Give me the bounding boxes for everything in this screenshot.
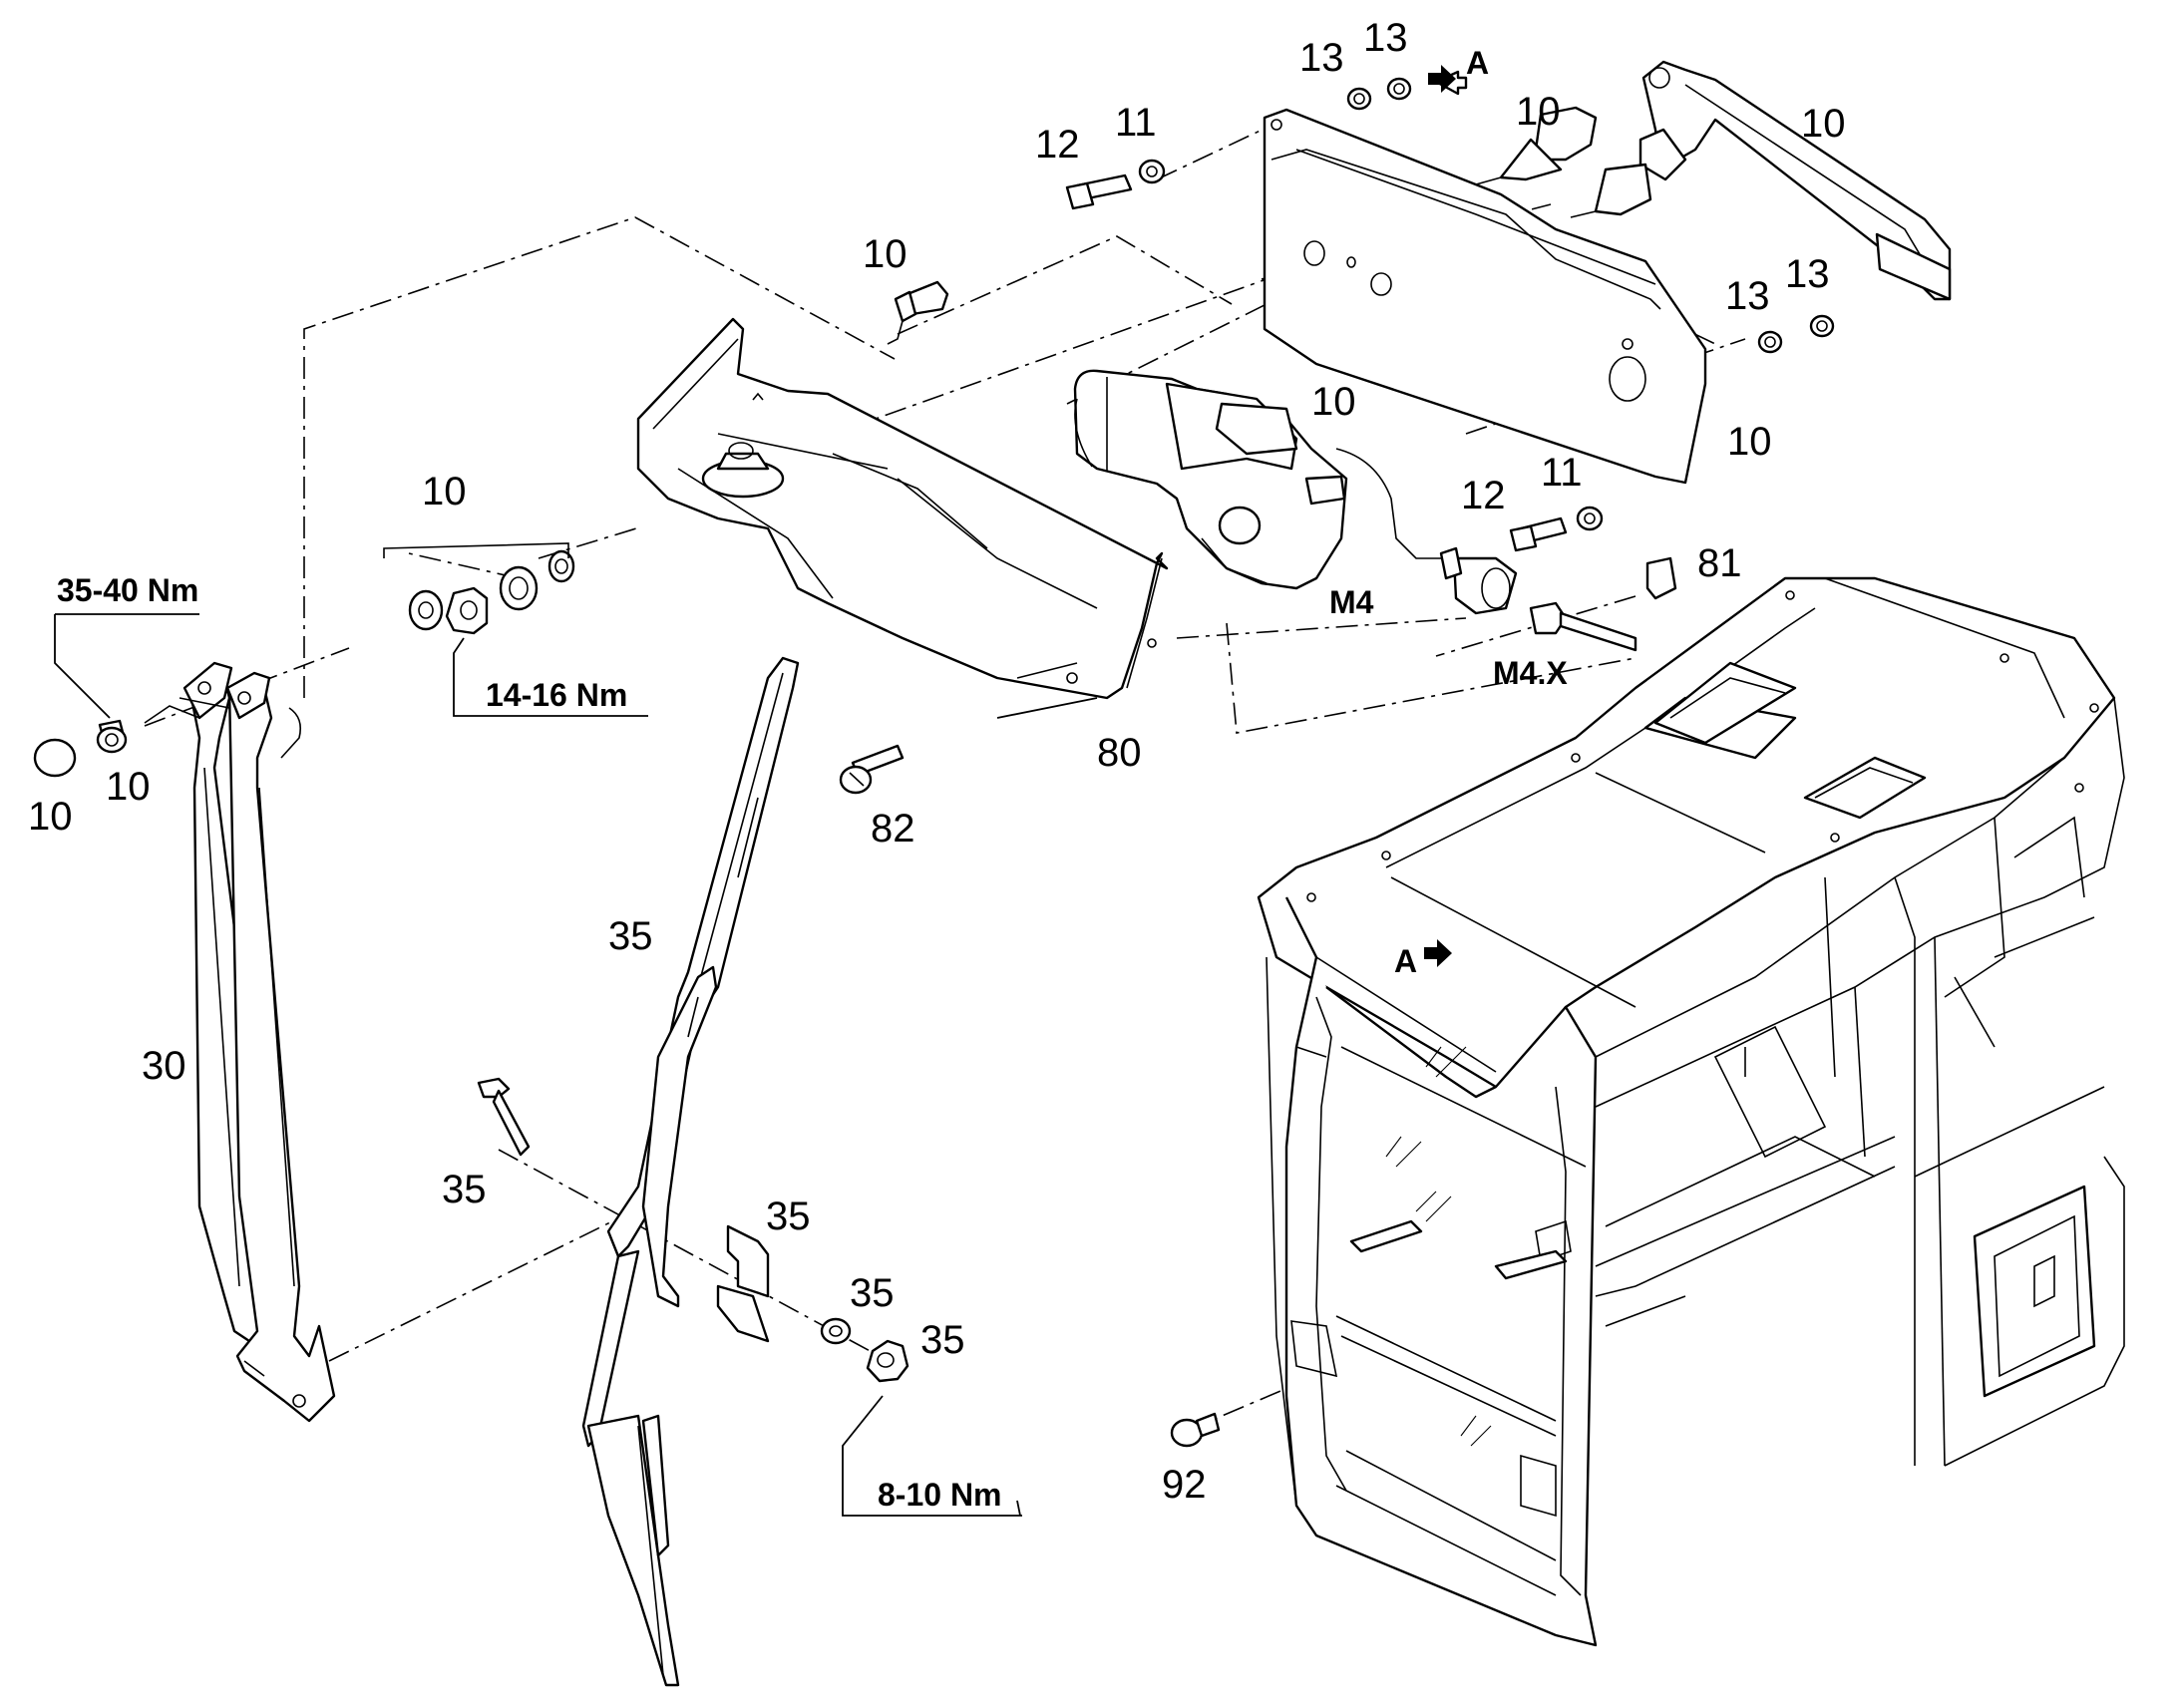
callout-13: 13 — [1725, 274, 1770, 318]
torque-35-40: 35-40 Nm — [57, 572, 198, 608]
plug-92 — [1170, 1412, 1221, 1448]
callout-35: 35 — [442, 1168, 487, 1211]
callout-10: 10 — [863, 232, 908, 276]
svg-text:A: A — [1466, 45, 1489, 81]
wiper-blade — [581, 656, 800, 1687]
callout-81: 81 — [1697, 541, 1742, 585]
view-reference-cab: A — [1394, 939, 1452, 979]
upper-fasteners — [1065, 70, 1835, 552]
callout-12: 12 — [1035, 123, 1080, 167]
callout-10: 10 — [1516, 90, 1561, 134]
arrow-right-icon — [1424, 939, 1452, 967]
callout-10: 10 — [1727, 420, 1772, 464]
view-reference-top: A — [1428, 45, 1489, 93]
cap-and-nut — [33, 719, 128, 778]
callout-35: 35 — [608, 914, 653, 958]
callout-10: 10 — [422, 470, 467, 513]
connector-labels: M4 M4.X — [1329, 584, 1568, 691]
callout-92: 92 — [1162, 1463, 1207, 1507]
part-callouts: 13 13 10 10 12 11 10 13 13 10 10 12 11 8… — [28, 16, 1846, 1507]
callout-35: 35 — [920, 1318, 965, 1362]
torque-specs: 35-40 Nm 14-16 Nm 8-10 Nm — [57, 572, 1002, 1513]
blade-clamp-parts — [477, 1077, 909, 1383]
arrow-right-icon — [1428, 65, 1456, 93]
callout-82: 82 — [871, 807, 915, 851]
callout-35: 35 — [850, 1271, 895, 1315]
wiper-cover — [636, 317, 1169, 700]
callout-13: 13 — [1299, 36, 1344, 80]
wiper-arm — [144, 661, 336, 1423]
connector-m4x: M4.X — [1493, 655, 1568, 691]
callout-12: 12 — [1461, 474, 1506, 517]
label-leaders — [54, 613, 1098, 1517]
svg-text:A: A — [1394, 943, 1417, 979]
callout-80: 80 — [1097, 731, 1142, 775]
torque-14-16: 14-16 Nm — [486, 677, 627, 713]
callout-35: 35 — [766, 1195, 811, 1238]
callout-10: 10 — [106, 765, 151, 809]
callout-11: 11 — [1115, 101, 1157, 145]
screw-82 — [839, 744, 905, 795]
torque-8-10: 8-10 Nm — [878, 1477, 1002, 1513]
wiper-motor — [1073, 369, 1518, 615]
wiper-mounting-bracket — [1263, 108, 1707, 485]
connector-m4: M4 — [1329, 584, 1374, 620]
callout-10: 10 — [1311, 380, 1356, 424]
callout-10: 10 — [1801, 102, 1846, 146]
wiper-linkage-arm — [1475, 60, 1952, 301]
arm-fastener-stack — [383, 542, 575, 635]
callout-30: 30 — [142, 1044, 186, 1088]
callout-13: 13 — [1363, 16, 1408, 60]
cab-structure — [1257, 576, 2125, 1647]
hose-connector — [887, 280, 949, 345]
clip-and-plug — [1529, 556, 1677, 652]
callout-11: 11 — [1541, 451, 1583, 495]
callout-10: 10 — [28, 795, 73, 839]
callout-13: 13 — [1785, 252, 1830, 296]
